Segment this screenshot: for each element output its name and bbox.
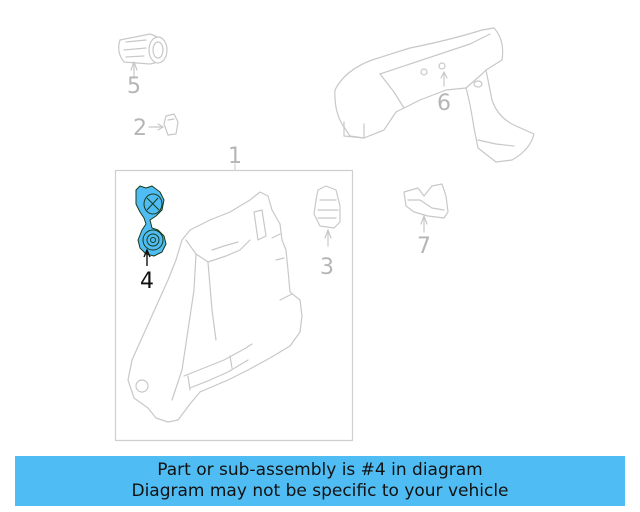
assembly-1-frame: [114, 169, 354, 442]
callout-3[interactable]: 3: [320, 255, 334, 280]
part-5-socket[interactable]: [118, 33, 168, 79]
part-6-upper-trim[interactable]: [334, 27, 535, 163]
part-2-clip[interactable]: [148, 113, 179, 136]
part-4-highlighted[interactable]: [135, 185, 167, 257]
callout-6[interactable]: 6: [437, 91, 451, 116]
callout-2[interactable]: 2: [133, 116, 147, 141]
callout-4[interactable]: 4: [140, 269, 154, 294]
callout-7[interactable]: 7: [417, 234, 431, 259]
banner-line-disclaimer: Diagram may not be specific to your vehi…: [131, 481, 509, 501]
part-1-quarter-trim-panel[interactable]: [127, 191, 303, 423]
banner-line-part-number: Part or sub-assembly is #4 in diagram: [157, 460, 483, 480]
part-3-lamp[interactable]: [313, 185, 341, 247]
info-banner: Part or sub-assembly is #4 in diagram Di…: [15, 456, 625, 506]
callout-1[interactable]: 1: [228, 144, 242, 169]
callout-4-arrow: [143, 248, 151, 266]
part-7-bracket[interactable]: [403, 183, 449, 233]
callout-5[interactable]: 5: [127, 74, 141, 99]
